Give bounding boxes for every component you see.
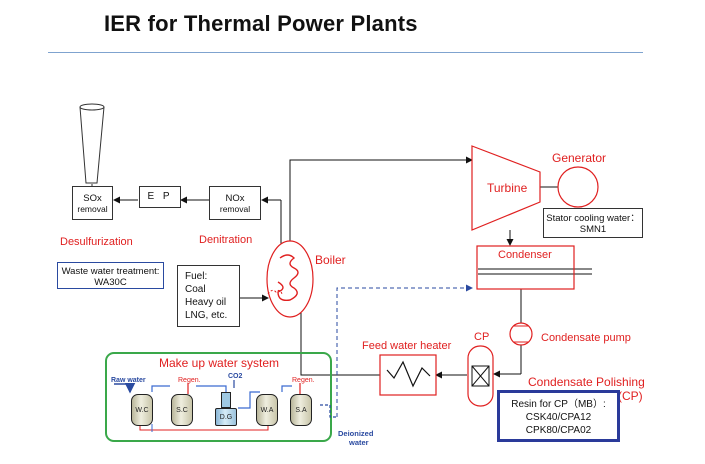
makeup-title: Make up water system — [159, 356, 280, 370]
page-title: IER for Thermal Power Plants — [104, 11, 418, 36]
nox-removal-box: NOx removal — [209, 186, 261, 220]
waste-water-note: Waste water treatment: WA30C — [57, 262, 164, 289]
regen-label-1: Regen. — [178, 377, 201, 384]
generator-circle — [557, 166, 599, 208]
stack-top — [79, 103, 105, 111]
tank-sa: S.A — [290, 394, 312, 426]
tank-wc: W.C — [131, 394, 153, 426]
turbine-label: Turbine — [487, 181, 528, 195]
waste-water-resin: WA30C — [94, 277, 127, 288]
regen-label-2: Regen. — [292, 377, 315, 384]
resin-title: Resin for CP（MB）: — [511, 399, 606, 410]
sox-removal-label: removal — [77, 204, 108, 214]
sox-removal-box: SOx removal — [72, 186, 113, 220]
stack — [79, 106, 105, 184]
fuel-lng: LNG, etc. — [185, 310, 228, 321]
condenser-box — [476, 245, 575, 290]
deionized-water-label: water — [349, 438, 369, 447]
resin-note: Resin for CP（MB）: CSK40/CPA12 CPK80/CPA0… — [497, 390, 620, 442]
tank-sc: S.C — [171, 394, 193, 426]
waste-water-title: Waste water treatment: — [61, 266, 160, 277]
desulfurization-label: Desulfurization — [60, 236, 133, 248]
degasser-column — [221, 392, 231, 408]
condensate-pump-circle — [509, 322, 533, 346]
makeup-frame — [105, 352, 332, 442]
nox-removal-label: removal — [219, 204, 251, 214]
denitration-label: Denitration — [199, 234, 253, 246]
condenser-label: Condenser — [498, 249, 552, 261]
stator-resin: SMN1 — [579, 224, 607, 235]
fuel-heavy-oil: Heavy oil — [185, 297, 227, 308]
ep-box: E P — [139, 186, 181, 208]
generator-label: Generator — [552, 151, 607, 165]
stator-title: Stator cooling water： — [546, 213, 640, 224]
boiler-label: Boiler — [315, 253, 346, 267]
fuel-coal: Coal — [185, 284, 206, 295]
cp-abbrev-label: (CP) — [618, 389, 643, 403]
tank-dg: D.G — [215, 408, 237, 426]
feed-water-heater-label: Feed water heater — [362, 340, 452, 352]
resin-line-1: CSK40/CPA12 — [525, 412, 592, 423]
boiler-drum — [266, 240, 314, 318]
title-divider — [48, 52, 643, 53]
raw-water-label: Raw water — [111, 377, 146, 384]
sox-label: SOx — [83, 193, 102, 204]
deionized-label: Deionized — [338, 429, 374, 438]
fuel-title: Fuel: — [185, 271, 208, 282]
nox-label: NOx — [225, 193, 245, 204]
tank-wa: W.A — [256, 394, 278, 426]
cp-label: CP — [474, 331, 490, 343]
condensate-pump-label: Condensate pump — [541, 332, 631, 344]
resin-line-2: CPK80/CPA02 — [525, 425, 592, 436]
condensate-polishing-label: Condensate Polishing — [528, 375, 645, 389]
fuel-box: Fuel: Coal Heavy oil LNG, etc. — [177, 265, 240, 327]
turbine-shape — [471, 145, 541, 231]
stator-note: Stator cooling water： SMN1 — [543, 208, 643, 238]
co2-label: CO2 — [228, 373, 243, 380]
